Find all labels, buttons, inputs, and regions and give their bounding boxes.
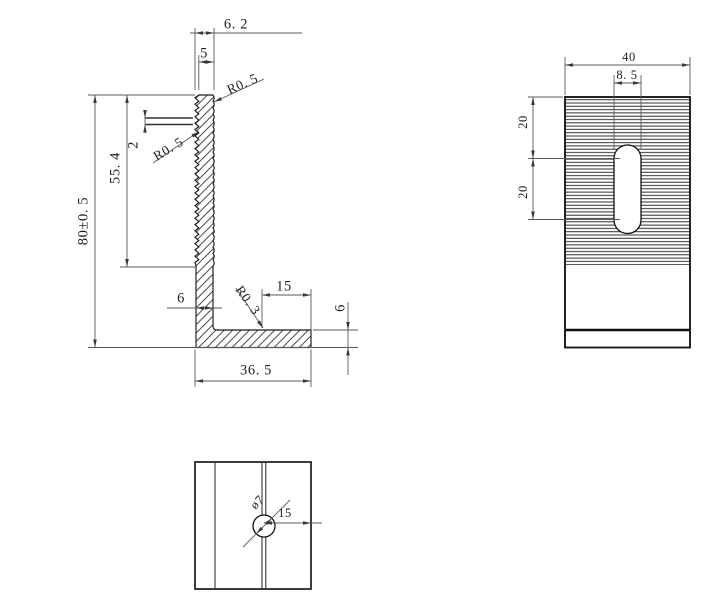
dim-plate-width: 40 [622, 50, 636, 64]
front-view: 40 8. 5 20 20 [516, 50, 691, 349]
dim-step-offset: 15 [276, 278, 292, 294]
dim-arrow [264, 518, 272, 526]
dim-arrow [143, 124, 147, 133]
dim-leg-thickness: 6 [177, 290, 185, 306]
dim-tooth-pitch: 2 [125, 141, 141, 149]
dim-arrow [633, 81, 641, 85]
dim-arrow [257, 320, 263, 328]
dim-arrow [303, 521, 311, 525]
side-view-arrows [93, 31, 350, 383]
dim-arrow [303, 379, 311, 383]
dim-arrow [531, 97, 535, 105]
front-view-extension-lines [528, 57, 691, 220]
dim-top-flat: 5 [200, 45, 208, 61]
dim-arrow [614, 81, 622, 85]
mounting-slot [613, 144, 642, 235]
dim-arrow [531, 150, 535, 159]
dimension-line [213, 78, 265, 103]
dimension-line [235, 287, 264, 329]
dim-arrow [93, 339, 97, 348]
dim-arrow [196, 306, 204, 310]
dim-arrow [198, 60, 207, 64]
dim-arrow [303, 293, 311, 297]
dim-arrow [682, 63, 690, 67]
dim-arrow [214, 96, 223, 102]
front-view-arrows [531, 63, 690, 220]
dim-arrow [206, 60, 214, 64]
bottom-view: ø7 15 [194, 461, 322, 590]
dim-arrow [206, 31, 214, 35]
dim-arrow [125, 259, 129, 267]
front-plate-outline [564, 96, 691, 349]
dim-arrow [143, 110, 147, 118]
dim-serration-length: 55. 4 [107, 152, 123, 184]
dim-base-thickness: 6 [332, 304, 348, 312]
dim-hole-offset: 15 [278, 506, 292, 520]
dim-arrow [195, 379, 203, 383]
side-view: 6. 2 5 R0. 5 2 R0. 5 55. 4 80±0. 5 6 R0.… [75, 16, 358, 387]
dim-tooth-radius-top: R0. 5 [225, 70, 261, 97]
dim-slot-width: 8. 5 [616, 68, 637, 82]
dim-top-width: 6. 2 [224, 16, 248, 32]
dim-arrow [191, 131, 199, 138]
dim-arrow [256, 526, 264, 534]
side-view-dimension-lines [94, 32, 349, 382]
dim-tooth-radius: R0. 5 [151, 134, 186, 163]
dim-slot-start: 20 [516, 115, 530, 129]
dim-arrow [262, 293, 270, 297]
dim-corner-radius: R0. 3 [233, 283, 264, 318]
l-bracket-section-outline [194, 94, 312, 349]
dim-arrow [531, 211, 535, 220]
dim-arrow [531, 158, 535, 167]
dim-arrow [346, 322, 350, 330]
dim-slot-span: 20 [516, 185, 530, 199]
dimension-line [152, 131, 200, 164]
side-view-reference-lines [145, 117, 193, 126]
dim-base-width: 36. 5 [240, 362, 272, 378]
dim-overall-height: 80±0. 5 [75, 197, 91, 245]
dim-arrow [93, 95, 97, 103]
dim-arrow [205, 306, 213, 310]
dim-arrow [125, 95, 129, 103]
dim-arrow [195, 31, 203, 35]
bottom-view-arrows [256, 518, 311, 534]
dim-arrow [565, 63, 573, 67]
dim-arrow [346, 347, 350, 356]
